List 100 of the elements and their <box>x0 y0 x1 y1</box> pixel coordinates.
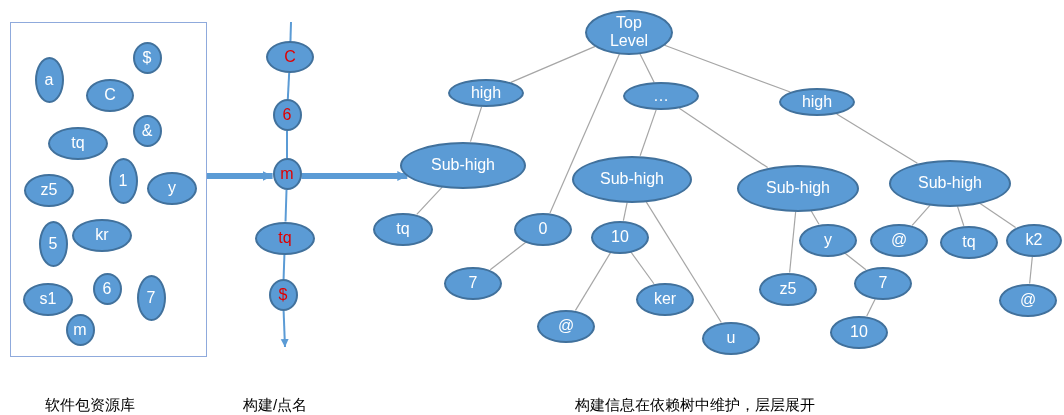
connector-line <box>645 201 722 324</box>
node-label: y <box>168 178 176 198</box>
node-label: 0 <box>538 219 548 239</box>
node-label: high <box>470 83 502 103</box>
caption: 构建信息在依赖树中维护，层层展开 <box>575 394 815 415</box>
connector-line <box>289 21 292 42</box>
connector-line <box>663 44 791 93</box>
node-label: @ <box>1019 290 1037 310</box>
repository-box <box>10 22 207 357</box>
ellipse-node <box>65 314 95 346</box>
connector-line <box>416 186 443 215</box>
connector-line <box>622 201 628 222</box>
node-label: … <box>653 86 669 106</box>
ellipse-node <box>24 173 74 207</box>
node-label: @ <box>557 316 575 336</box>
ellipse-node <box>537 309 595 343</box>
connector-line <box>286 130 288 159</box>
ellipse-node <box>23 282 73 316</box>
connector-line <box>1029 255 1033 285</box>
connector-line <box>286 72 291 101</box>
node-label: s1 <box>39 289 57 309</box>
ellipse-node <box>585 9 673 55</box>
node-label: Sub-high <box>765 178 830 198</box>
ellipse-node <box>72 218 132 252</box>
ellipse-node <box>779 88 855 116</box>
ellipse-node <box>870 223 928 257</box>
node-label: Sub-high <box>599 169 664 189</box>
node-label: 6 <box>102 279 112 299</box>
connector-line <box>836 113 918 164</box>
node-label: z5 <box>779 279 797 299</box>
node-label: 6 <box>282 105 292 125</box>
node-label: 5 <box>48 234 58 254</box>
ellipse-node <box>572 155 692 203</box>
node-label: 7 <box>878 273 888 293</box>
ellipse-node <box>940 225 998 259</box>
node-label: 10 <box>850 322 868 342</box>
ellipse-node <box>830 315 888 349</box>
node-label: Sub-high <box>430 155 495 175</box>
node-label: 1 <box>118 171 128 191</box>
block-arrow <box>207 171 273 181</box>
node-label: m <box>280 164 294 184</box>
node-label: @ <box>890 230 908 250</box>
ellipse-node <box>266 41 314 73</box>
ellipse-node <box>854 266 912 300</box>
node-label: high <box>801 92 833 112</box>
ellipse-node <box>373 212 433 246</box>
node-label: 7 <box>146 288 156 308</box>
node-label: tq <box>71 133 85 153</box>
ellipse-node <box>1006 223 1062 257</box>
ellipse-node <box>636 282 694 316</box>
arrow <box>280 310 289 348</box>
node-label: m <box>73 320 87 340</box>
caption: 构建/点名 <box>242 394 308 415</box>
ellipse-node <box>255 221 315 255</box>
node-label: z5 <box>40 180 58 200</box>
ellipse-node <box>132 42 162 74</box>
ellipse-node <box>999 283 1057 317</box>
connector-line <box>282 253 286 280</box>
connector-line <box>630 251 655 285</box>
connector-line <box>284 189 288 223</box>
node-label: a <box>44 70 54 90</box>
ellipse-node <box>136 275 166 321</box>
connector-line <box>844 252 867 271</box>
node-label: u <box>726 328 736 348</box>
ellipse-node <box>444 266 502 300</box>
ellipse-node <box>108 158 138 204</box>
node-label: C <box>104 85 116 105</box>
connector-line <box>789 210 797 274</box>
node-label: tq <box>278 228 292 248</box>
block-arrow <box>301 171 408 181</box>
connector-line <box>549 53 620 214</box>
ellipse-node <box>48 126 108 160</box>
ellipse-node <box>38 221 68 267</box>
node-label: $ <box>142 48 152 68</box>
connector-line <box>639 109 657 157</box>
connector-line <box>574 252 612 311</box>
ellipse-node <box>272 158 302 190</box>
node-label: tq <box>396 219 410 239</box>
ellipse-node <box>132 115 162 147</box>
ellipse-node <box>92 273 122 305</box>
ellipse-node <box>34 57 64 103</box>
ellipse-node <box>86 78 134 112</box>
ellipse-node <box>759 272 817 306</box>
ellipse-node <box>147 171 197 205</box>
node-label: Sub-high <box>917 173 982 193</box>
node-label: Top Level <box>608 13 650 51</box>
node-label: tq <box>962 232 976 252</box>
node-label: kr <box>95 225 109 245</box>
node-label: 10 <box>611 227 629 247</box>
ellipse-node <box>268 279 298 311</box>
node-label: C <box>284 47 296 67</box>
connector-line <box>911 204 931 226</box>
connector-line <box>866 298 876 317</box>
node-label: & <box>141 121 153 141</box>
node-label: 7 <box>468 273 478 293</box>
ellipse-node <box>702 321 760 355</box>
ellipse-node <box>514 212 572 246</box>
connector-line <box>639 53 655 83</box>
ellipse-node <box>272 99 302 131</box>
node-label: $ <box>278 285 288 305</box>
